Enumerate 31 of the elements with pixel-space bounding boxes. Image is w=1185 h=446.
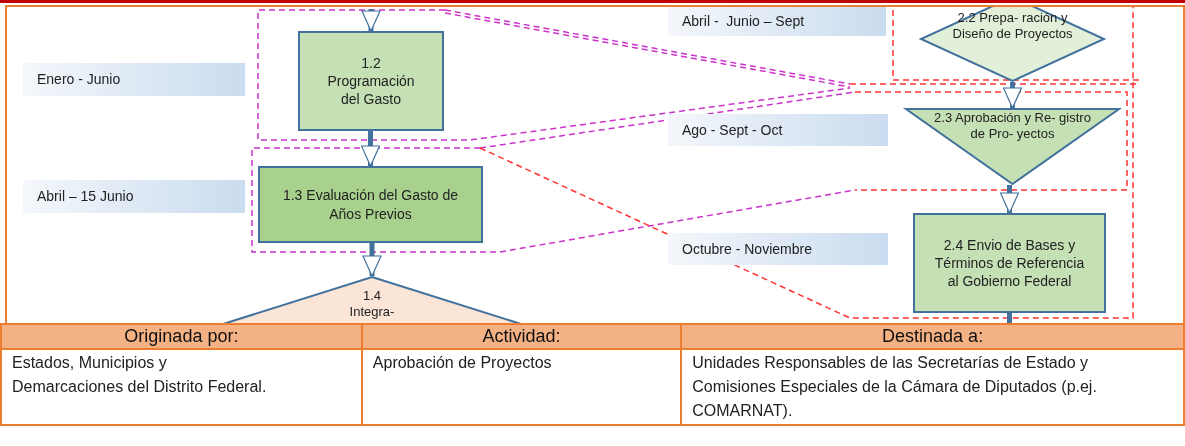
date-range-label: Abril – 15 Junio (37, 187, 134, 206)
date-band (23, 63, 245, 96)
date-band (23, 180, 245, 213)
block-arrow (999, 185, 1020, 214)
column-header: Destinada a: (681, 324, 1184, 349)
table-cell: Aprobación de Proyectos (361, 349, 682, 425)
date-range-label: Enero - Junio (37, 70, 121, 89)
node-label: 2.3 Aprobación y Re- gistro de Pro- yectos (933, 110, 1092, 143)
date-range-label: Abril - Junio – Sept (682, 11, 805, 31)
date-range-label: Octubre - Noviembre (682, 239, 812, 259)
table-cell: Estados, Municipios y Demarcaciones del Distrito Federal. (1, 349, 362, 425)
decision-diamond (920, 7, 1105, 82)
block-arrow (1002, 82, 1023, 109)
table-cell: Unidades Responsables de las Secretarías de Estado y Comisiones Especiales de la Cámara de Diputados (p.ej. COMARNAT). (681, 349, 1184, 425)
process-box (913, 213, 1106, 313)
triangle-node (905, 108, 1120, 185)
date-range-label: Ago - Sept - Oct (682, 120, 783, 140)
node-label: 1.2 Programación del Gasto (326, 53, 416, 109)
node-label: 2.4 Envio de Bases y Términos de Referencia al Gobierno Federal (933, 235, 1086, 291)
column-header: Actividad: (361, 324, 682, 349)
node-label: 1.4 Integra- (348, 288, 396, 321)
date-band (668, 233, 888, 265)
process-box (298, 31, 444, 131)
date-band (668, 7, 886, 36)
process-box (258, 166, 483, 243)
column-header: Originada por: (1, 324, 362, 349)
block-arrow (360, 131, 381, 167)
node-label: 1.3 Evaluación del Gasto de Años Previos (281, 186, 460, 223)
block-arrow (361, 9, 381, 32)
date-band (668, 114, 888, 146)
block-arrow (362, 243, 382, 277)
